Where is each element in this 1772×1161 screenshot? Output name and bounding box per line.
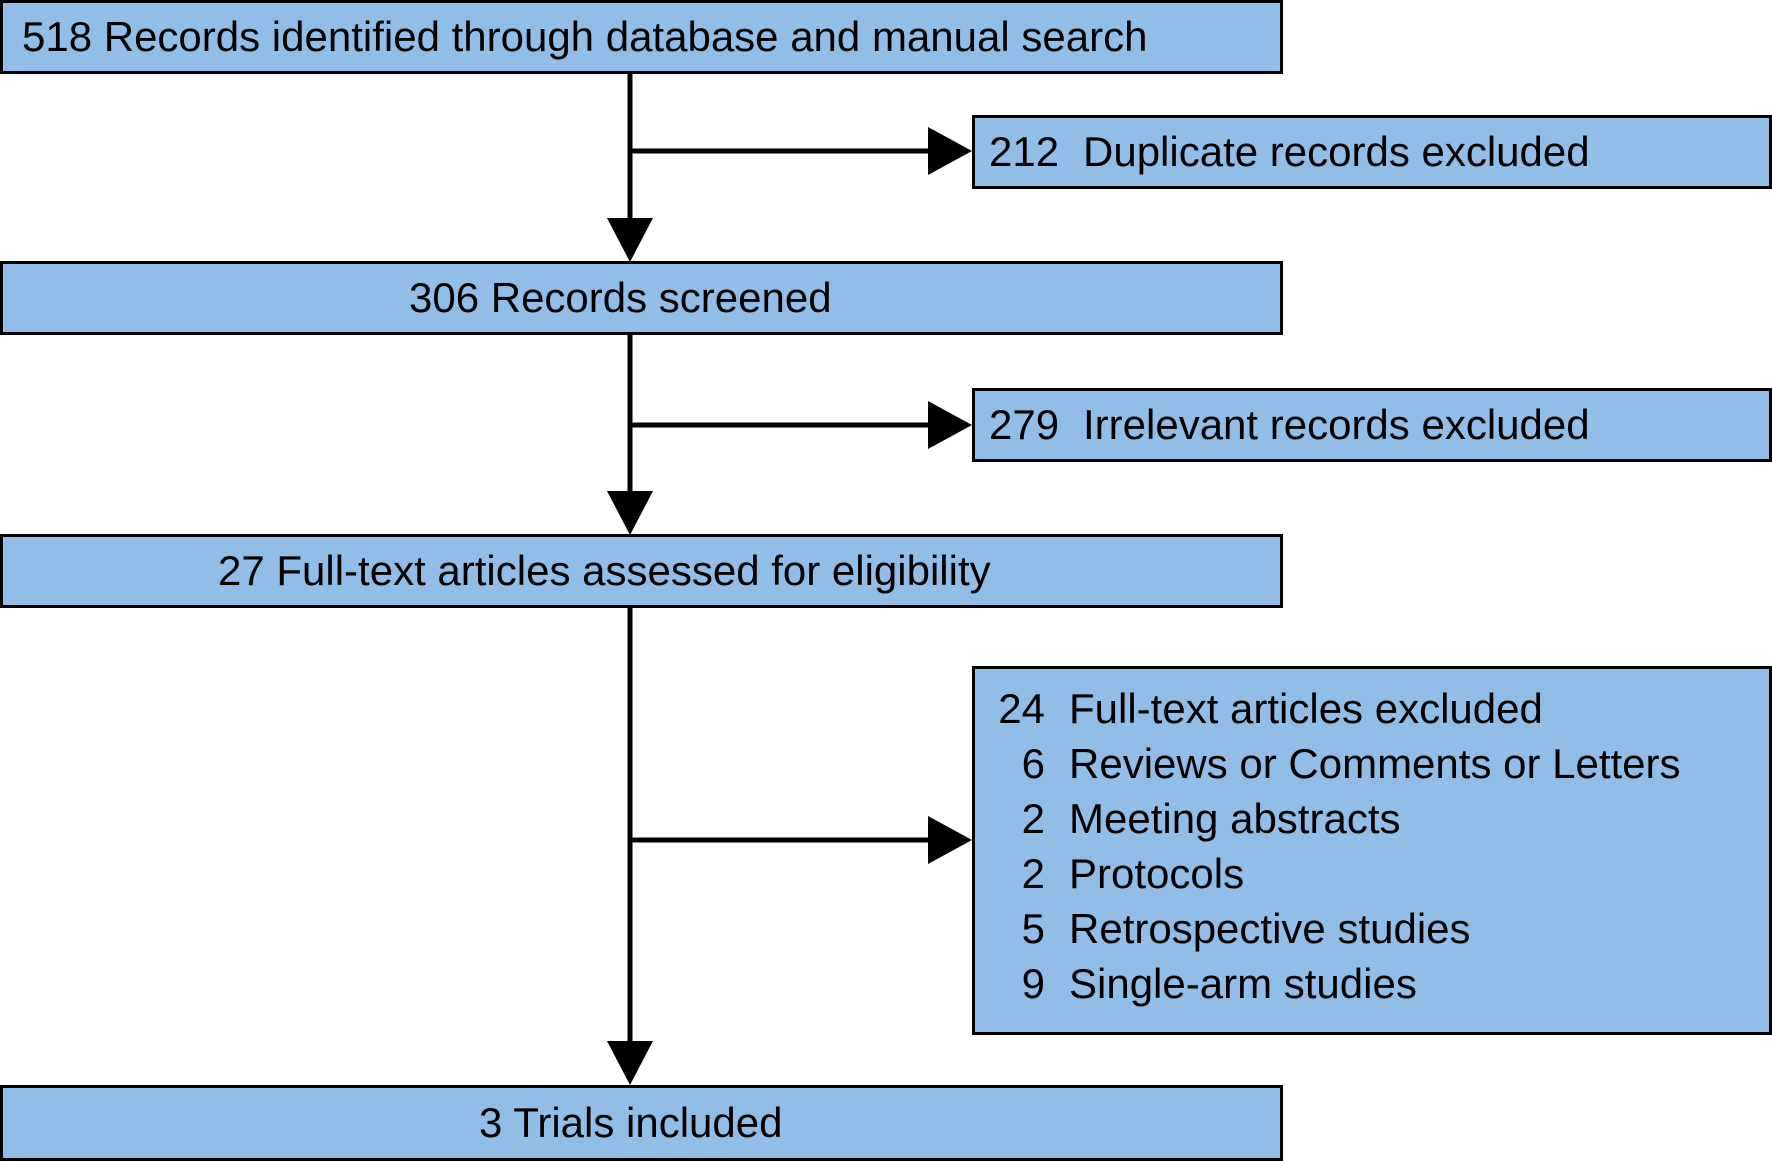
box-fulltext-assessed: 27 Full-text articles assessed for eligi… bbox=[0, 534, 1283, 608]
duplicates-count: 212 bbox=[989, 128, 1060, 175]
irrelevant-label: Irrelevant records excluded bbox=[1083, 401, 1590, 448]
arrowhead-down-1 bbox=[607, 218, 653, 262]
reason-count: 5 bbox=[1021, 904, 1045, 952]
box-records-identified: 518 Records identified through database … bbox=[0, 0, 1283, 74]
reason-label: Single-arm studies bbox=[1069, 959, 1417, 1007]
fulltext-assessed-text: 27 Full-text articles assessed for eligi… bbox=[218, 547, 991, 594]
records-screened-text: 306 Records screened bbox=[409, 274, 832, 321]
box-fulltext-excluded: 24 Full-text articles excluded 6 Reviews… bbox=[972, 666, 1772, 1035]
reason-count: 6 bbox=[1021, 739, 1045, 787]
fulltext-excluded-count: 24 bbox=[998, 684, 1045, 732]
exclusion-reason-row: 2 Meeting abstracts bbox=[975, 791, 1769, 846]
arrowhead-right-fulltext bbox=[928, 816, 972, 864]
exclusion-reason-row: 6 Reviews or Comments or Letters bbox=[975, 736, 1769, 791]
fulltext-excluded-header: 24 Full-text articles excluded bbox=[975, 681, 1769, 736]
reason-count: 2 bbox=[1021, 794, 1045, 842]
exclusion-reason-row: 5 Retrospective studies bbox=[975, 901, 1769, 956]
reason-label: Retrospective studies bbox=[1069, 904, 1471, 952]
duplicates-label: Duplicate records excluded bbox=[1083, 128, 1590, 175]
arrowhead-right-duplicates bbox=[928, 127, 972, 175]
reason-label: Protocols bbox=[1069, 849, 1245, 897]
box-irrelevant-excluded: 279 Irrelevant records excluded bbox=[972, 388, 1772, 462]
reason-label: Meeting abstracts bbox=[1069, 794, 1401, 842]
exclusion-reason-row: 2 Protocols bbox=[975, 846, 1769, 901]
arrowhead-down-3 bbox=[607, 1041, 653, 1085]
trials-included-text: 3 Trials included bbox=[479, 1099, 783, 1146]
box-trials-included: 3 Trials included bbox=[0, 1085, 1283, 1161]
arrowhead-down-2 bbox=[607, 491, 653, 535]
arrowhead-right-irrelevant bbox=[928, 401, 972, 449]
box-duplicates-excluded: 212 Duplicate records excluded bbox=[972, 115, 1772, 189]
records-identified-text: 518 Records identified through database … bbox=[22, 13, 1148, 60]
fulltext-excluded-label: Full-text articles excluded bbox=[1069, 684, 1543, 732]
box-records-screened: 306 Records screened bbox=[0, 261, 1283, 335]
reason-count: 9 bbox=[1021, 959, 1045, 1007]
irrelevant-count: 279 bbox=[989, 401, 1060, 448]
exclusion-reason-row: 9 Single-arm studies bbox=[975, 956, 1769, 1011]
reason-count: 2 bbox=[1021, 849, 1045, 897]
reason-label: Reviews or Comments or Letters bbox=[1069, 739, 1681, 787]
